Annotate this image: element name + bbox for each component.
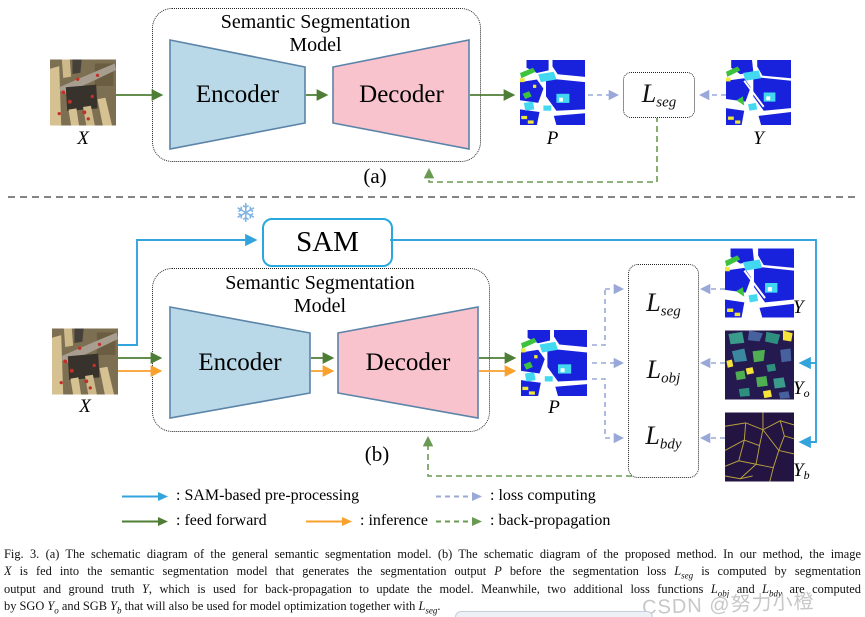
- prediction-image-p-a: [520, 57, 585, 128]
- caption-line: by SGO Yo and SGB Yb that will also be u…: [4, 599, 441, 616]
- solid-green-arrow-icon: [122, 516, 168, 526]
- dashed-blue-arrow-icon: [436, 491, 482, 501]
- caption-line: Fig. 3. (a) The schematic diagram of the…: [4, 547, 861, 561]
- solid-orange-arrow-icon: [306, 516, 352, 526]
- p-label-a: P: [546, 128, 559, 149]
- ground-truth-image-y-b: [725, 248, 794, 318]
- frozen-snowflake-icon: ❄: [235, 199, 257, 229]
- sgb-image-yb: [725, 412, 794, 482]
- legend-inference: : inference: [305, 512, 428, 530]
- sam-block: SAM: [262, 218, 393, 267]
- yb-label: Yb: [793, 460, 810, 482]
- legend-loss-computing: : loss computing: [435, 487, 596, 505]
- encoder-label-b: Encoder: [198, 349, 282, 376]
- caption-line: X is fed into the semantic segmentation …: [4, 564, 861, 581]
- x-label-a: X: [77, 128, 89, 149]
- decoder-label-a: Decoder: [359, 81, 444, 108]
- model-box-a: [152, 8, 481, 162]
- input-image-x-b: [52, 327, 118, 396]
- loss-bdy: Lbdy: [645, 421, 682, 453]
- yo-label: Yo: [793, 378, 810, 400]
- back-propagation-b: [422, 435, 662, 477]
- part-a-label: (a): [363, 164, 387, 188]
- solid-blue-arrow-icon: [122, 491, 168, 501]
- y-label-b: Y: [793, 297, 804, 318]
- prediction-image-p-b: [519, 330, 589, 396]
- loss-seg-box-a: Lseg: [623, 72, 695, 118]
- model-box-title-a: Semantic Segmentation Model: [220, 11, 411, 56]
- input-image-x-a: [50, 57, 116, 128]
- dashed-green-arrow-icon: [436, 516, 482, 526]
- model-box-title-b: Semantic Segmentation Model: [225, 272, 415, 317]
- loss-box-b: Lseg Lobj Lbdy: [628, 264, 699, 478]
- csdn-watermark: CSDN @努力小橙: [641, 590, 815, 617]
- loss-obj: Lobj: [646, 354, 681, 387]
- legend-sam-preprocessing: : SAM-based pre-processing: [121, 487, 359, 505]
- bottom-toolbar-partial: [455, 611, 653, 617]
- part-b-label: (b): [364, 442, 390, 466]
- p-label-b: P: [548, 397, 560, 418]
- legend-back-propagation: : back-propagation: [435, 512, 610, 530]
- encoder-label-a: Encoder: [195, 81, 280, 108]
- sgo-image-yo: [725, 330, 794, 400]
- x-label-b: X: [79, 396, 91, 417]
- caption-line: output and ground truth Y, which is used…: [4, 581, 861, 599]
- legend-feed-forward: : feed forward: [121, 512, 267, 530]
- figure-caption: Fig. 3. (a) The schematic diagram of the…: [4, 546, 861, 616]
- ground-truth-image-y-a: [726, 57, 791, 128]
- y-label-a: Y: [753, 128, 764, 149]
- decoder-label-b: Decoder: [365, 349, 451, 376]
- loss-seg: Lseg: [646, 288, 681, 320]
